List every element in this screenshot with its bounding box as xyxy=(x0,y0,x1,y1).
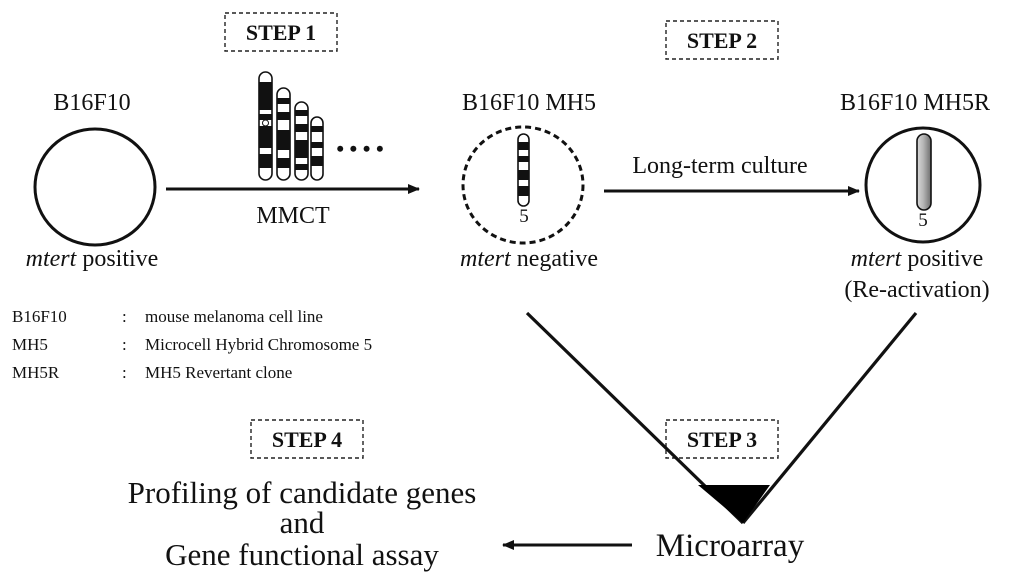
hybrid-cell-circle xyxy=(461,125,585,245)
hybrid-status-word: negative xyxy=(511,246,598,272)
step3-label: STEP 3 xyxy=(687,427,757,452)
step4-box: STEP 4 xyxy=(250,419,364,459)
abbreviation-legend: B16F10 : mouse melanoma cell line MH5 : … xyxy=(12,307,372,382)
step2-label: STEP 2 xyxy=(687,28,757,53)
hybrid-chromosome-number: 5 xyxy=(519,206,529,227)
legend-definition: MH5 Revertant clone xyxy=(145,363,292,382)
hybrid-cell-status: mtert negative xyxy=(460,246,598,272)
legend-separator: : xyxy=(122,335,127,354)
hybrid-status-gene: mtert xyxy=(460,246,512,272)
hybrid-chromosome5 xyxy=(517,133,530,207)
revertant-cell-status: mtert positive xyxy=(851,246,984,272)
funnel-right-line xyxy=(741,311,918,525)
step4-label: STEP 4 xyxy=(272,427,342,452)
legend-term: MH5 xyxy=(12,335,48,354)
revertant-cell-circle xyxy=(864,126,982,244)
legend-term: MH5R xyxy=(12,363,60,382)
profiling-line2: and xyxy=(280,505,325,540)
revertant-cell-name: B16F10 MH5R xyxy=(840,90,990,116)
parent-cell-status: mtert positive xyxy=(26,246,159,272)
legend-separator: : xyxy=(122,307,127,326)
revertant-reactivation-note: (Re-activation) xyxy=(844,277,989,303)
parent-cell-name: B16F10 xyxy=(53,90,130,116)
legend-definition: Microcell Hybrid Chromosome 5 xyxy=(145,335,372,354)
profiling-line1: Profiling of candidate genes xyxy=(128,475,477,510)
microarray-label: Microarray xyxy=(656,528,805,564)
revertant-chromosome5 xyxy=(916,133,932,211)
legend-term: B16F10 xyxy=(12,307,67,326)
profiling-line3: Gene functional assay xyxy=(165,537,439,572)
parent-status-gene: mtert xyxy=(26,246,78,272)
funnel-tip xyxy=(698,485,770,523)
hybrid-cell-name: B16F10 MH5 xyxy=(462,90,596,116)
parent-status-word: positive xyxy=(76,246,158,272)
ellipsis-dots: • • • • xyxy=(336,136,383,161)
step1-box: STEP 1 xyxy=(224,12,338,52)
legend-separator: : xyxy=(122,363,127,382)
long-term-label: Long-term culture xyxy=(632,153,807,179)
revertant-status-word: positive xyxy=(901,246,983,272)
step3-box: STEP 3 xyxy=(665,419,779,459)
parent-cell-circle xyxy=(33,127,157,247)
step1-label: STEP 1 xyxy=(246,20,316,45)
revertant-chromosome-number: 5 xyxy=(918,210,928,231)
step2-box: STEP 2 xyxy=(665,20,779,60)
revertant-status-gene: mtert xyxy=(851,246,903,272)
legend-definition: mouse melanoma cell line xyxy=(145,307,323,326)
donor-chromosomes xyxy=(258,71,324,181)
mmct-label: MMCT xyxy=(256,203,330,229)
